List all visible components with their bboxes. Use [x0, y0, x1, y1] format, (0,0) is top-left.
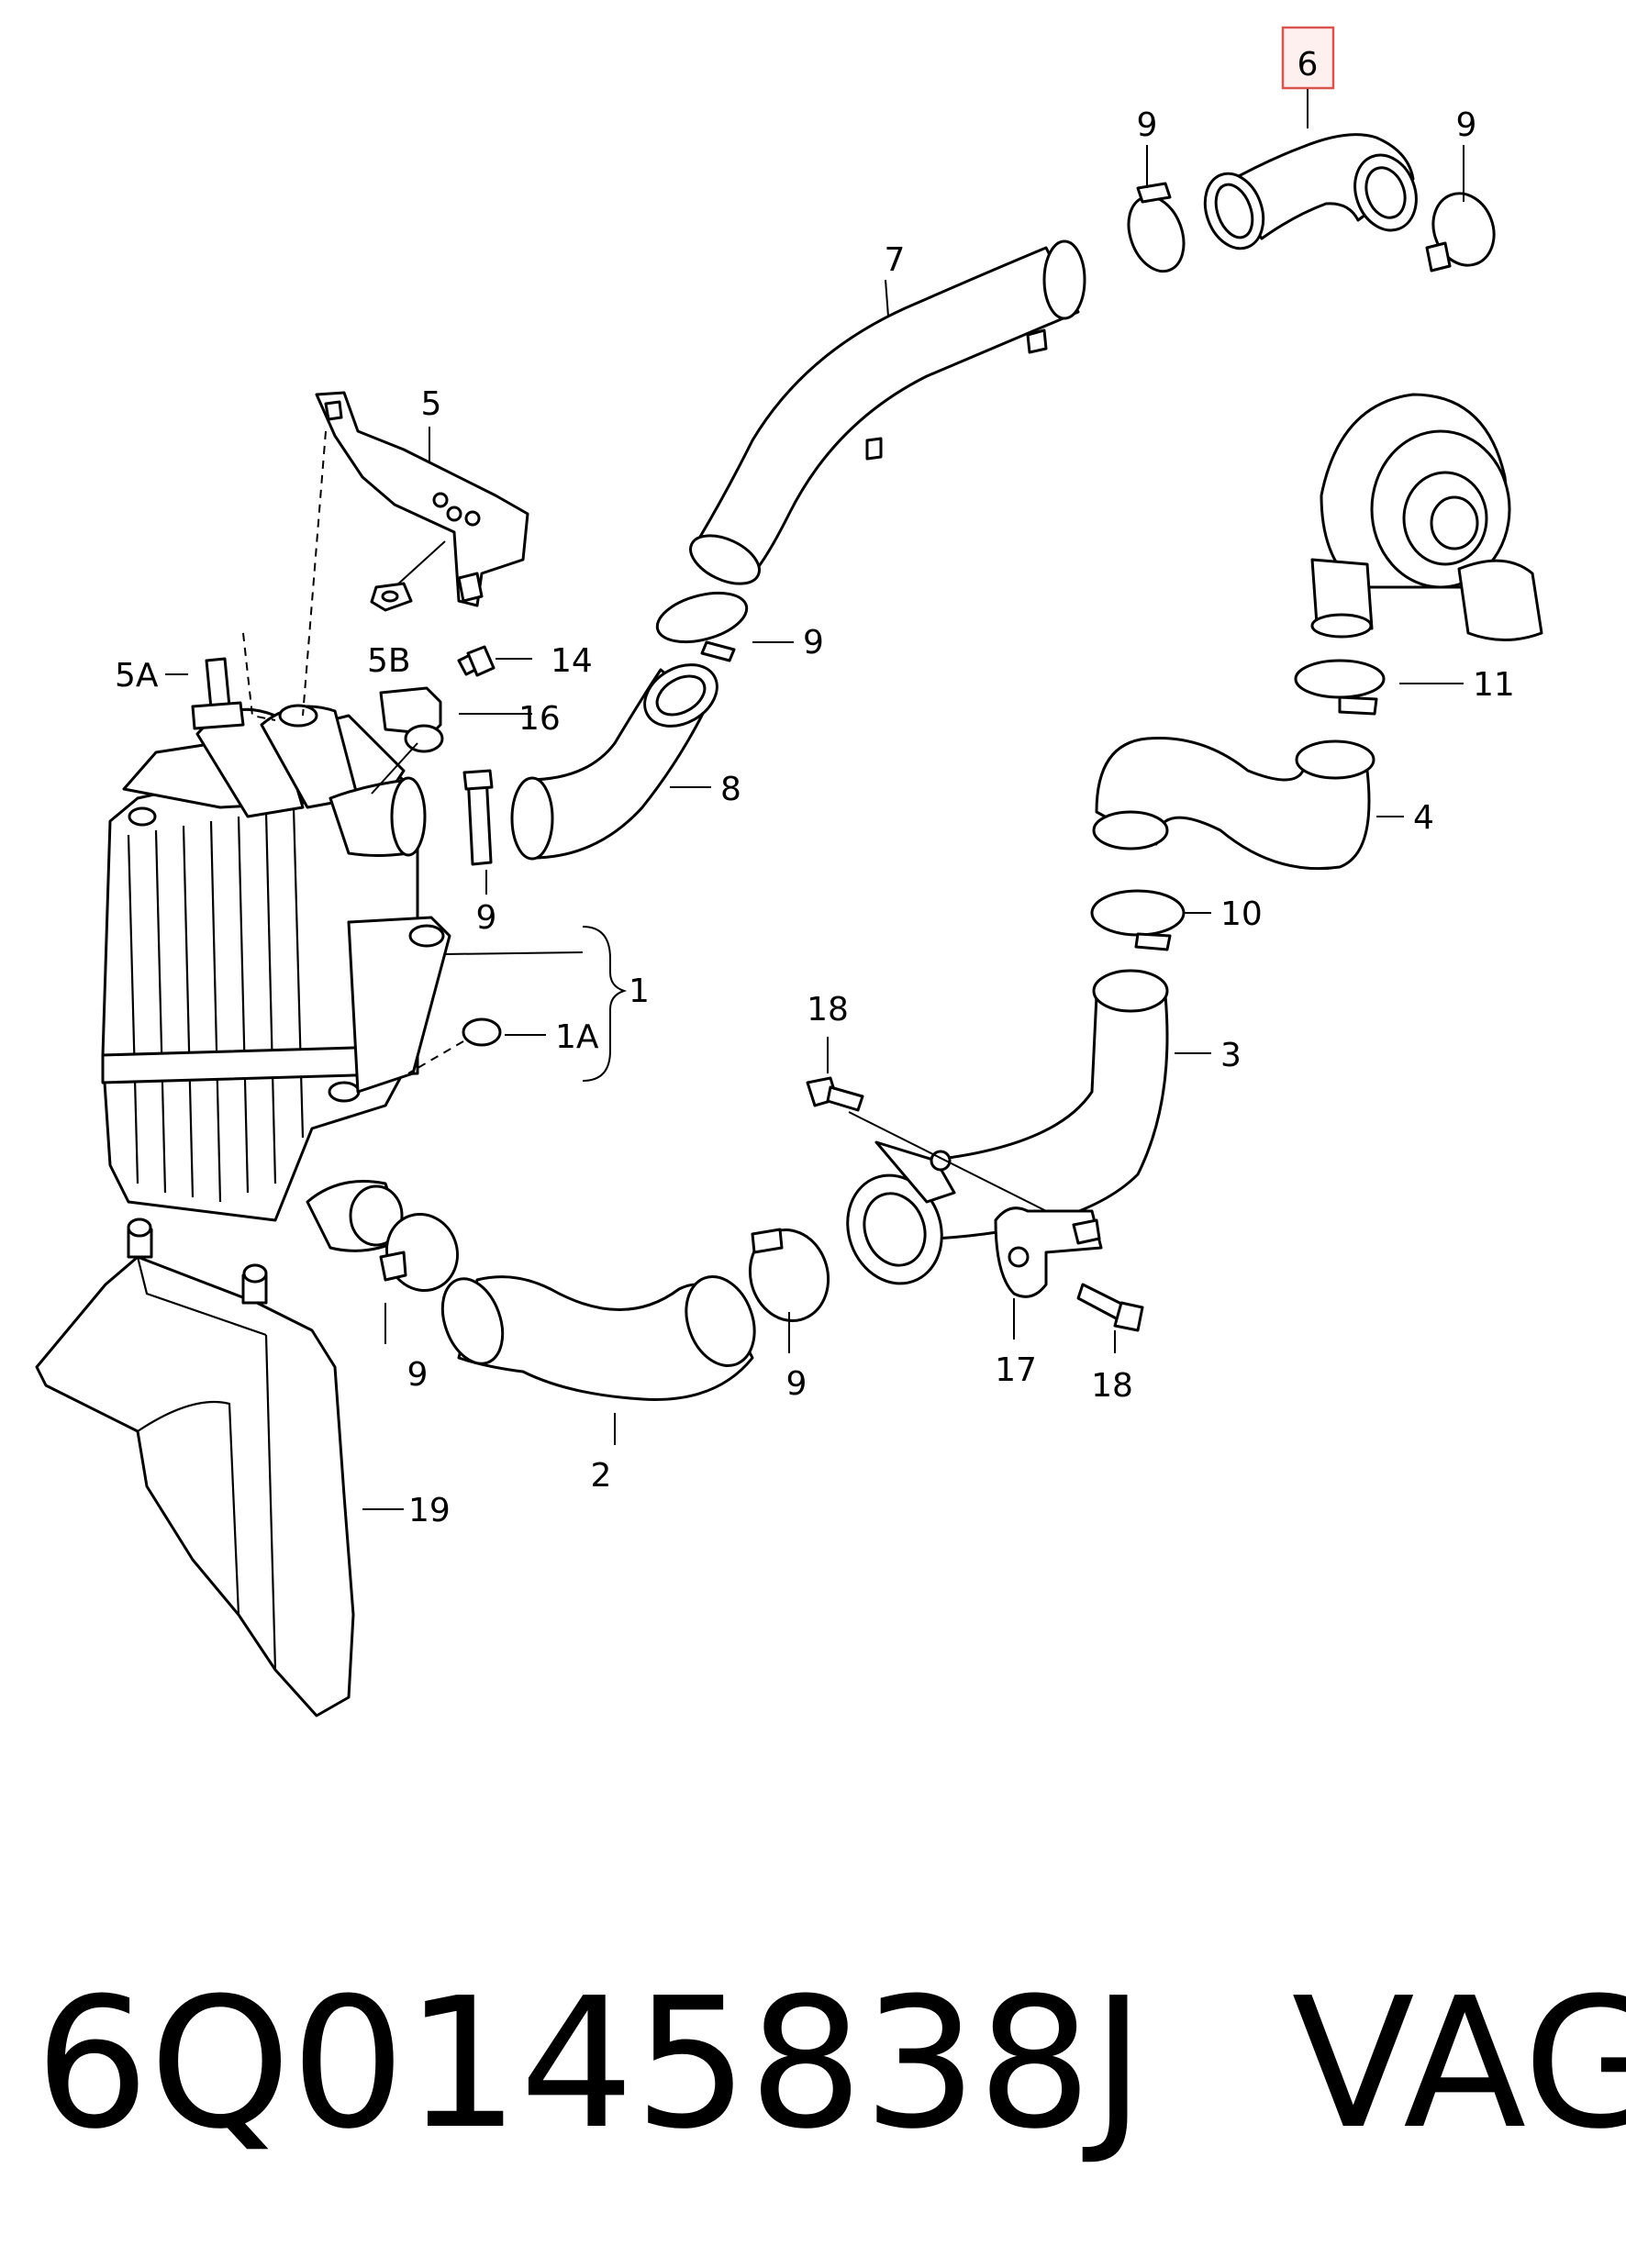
charge-air-hose-3 — [846, 969, 1169, 1285]
callout-9-top-right: 9 — [1456, 106, 1477, 144]
hose-clamp — [1425, 192, 1496, 272]
charge-air-hose-2 — [440, 1275, 756, 1401]
hose-clamp — [1090, 889, 1186, 951]
callout-6: 6 — [1297, 46, 1319, 83]
hose-clamp — [1294, 659, 1386, 716]
callout-11: 11 — [1473, 666, 1515, 704]
callout-9-lower-middle: 9 — [786, 1365, 807, 1403]
bolt — [806, 1076, 864, 1112]
callout-9-throttle: 9 — [476, 899, 497, 937]
dashed-guide — [407, 1040, 464, 1074]
air-guide-duct — [35, 1217, 355, 1718]
charge-air-hose-8 — [510, 663, 718, 861]
hose-clip — [462, 769, 494, 866]
hose-clamp — [1127, 182, 1186, 273]
hose-clamp — [748, 1228, 830, 1323]
callout-5A: 5A — [115, 657, 159, 695]
charge-air-hose-7 — [689, 239, 1086, 585]
callout-9-lower-left: 9 — [407, 1356, 429, 1394]
dashed-guide — [302, 430, 327, 717]
callout-19: 19 — [408, 1492, 451, 1529]
callout-17: 17 — [995, 1351, 1037, 1389]
bolt — [191, 657, 245, 730]
callout-8: 8 — [720, 771, 741, 808]
callout-14: 14 — [551, 642, 593, 680]
callout-10: 10 — [1220, 895, 1263, 933]
callout-2: 2 — [591, 1457, 612, 1495]
mounting-bracket — [315, 391, 529, 607]
charge-air-hose-4 — [1092, 736, 1375, 871]
part-brand: VAG — [1291, 1960, 1626, 2169]
highlight-box — [1281, 26, 1335, 90]
bolt — [457, 645, 496, 677]
part-number: 6Q0145838J — [35, 1960, 1145, 2169]
pressure-sensor — [371, 686, 444, 795]
callout-3: 3 — [1220, 1037, 1242, 1074]
callout-4: 4 — [1413, 799, 1434, 837]
charge-air-hose-6 — [1203, 133, 1418, 250]
callout-1A: 1A — [555, 1018, 599, 1056]
callout-5: 5 — [421, 385, 442, 423]
intercooler — [101, 704, 451, 1252]
bolt — [1076, 1283, 1144, 1332]
callout-18-lower: 18 — [1091, 1367, 1133, 1405]
callout-18-upper: 18 — [807, 991, 849, 1028]
nut — [370, 582, 413, 612]
support-bracket — [994, 1206, 1103, 1298]
hose-clamp — [379, 1212, 459, 1293]
callout-9-top-left: 9 — [1137, 106, 1158, 144]
rubber-grommet — [462, 1017, 502, 1047]
turbocharger — [1310, 393, 1543, 641]
part-caption: 6Q0145838J VAG — [35, 1960, 1626, 2169]
callout-9-upper-hose: 9 — [803, 624, 824, 662]
callout-16: 16 — [518, 700, 561, 738]
callout-5B: 5B — [367, 642, 411, 680]
hose-clamp — [655, 591, 749, 662]
dashed-guide — [242, 632, 276, 721]
callout-1: 1 — [629, 973, 650, 1010]
callout-7: 7 — [885, 241, 906, 279]
